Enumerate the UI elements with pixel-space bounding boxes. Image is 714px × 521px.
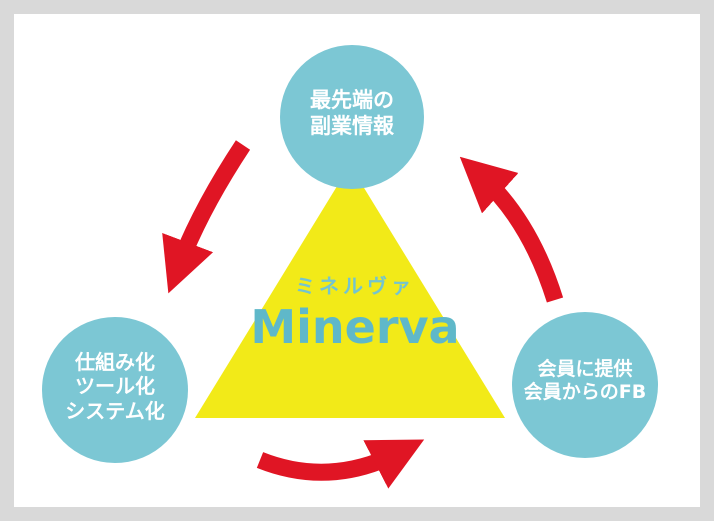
arrow-left-to-right-icon	[256, 439, 425, 489]
node-right-label: 会員に提供 会員からのFB	[523, 358, 647, 404]
node-top-label: 最先端の 副業情報	[310, 88, 394, 138]
brand-name: Minerva	[250, 300, 460, 354]
arrow-top-to-left-icon	[162, 140, 251, 294]
node-right-circle	[512, 312, 658, 458]
node-left-circle	[42, 317, 188, 463]
node-left-label: 仕組み化 ツール化 システム化	[65, 350, 165, 423]
center-triangle	[195, 165, 505, 418]
arrow-right-to-top-icon	[459, 156, 564, 303]
brand-kana: ミネルヴァ	[295, 274, 415, 298]
node-top-circle	[280, 45, 424, 189]
